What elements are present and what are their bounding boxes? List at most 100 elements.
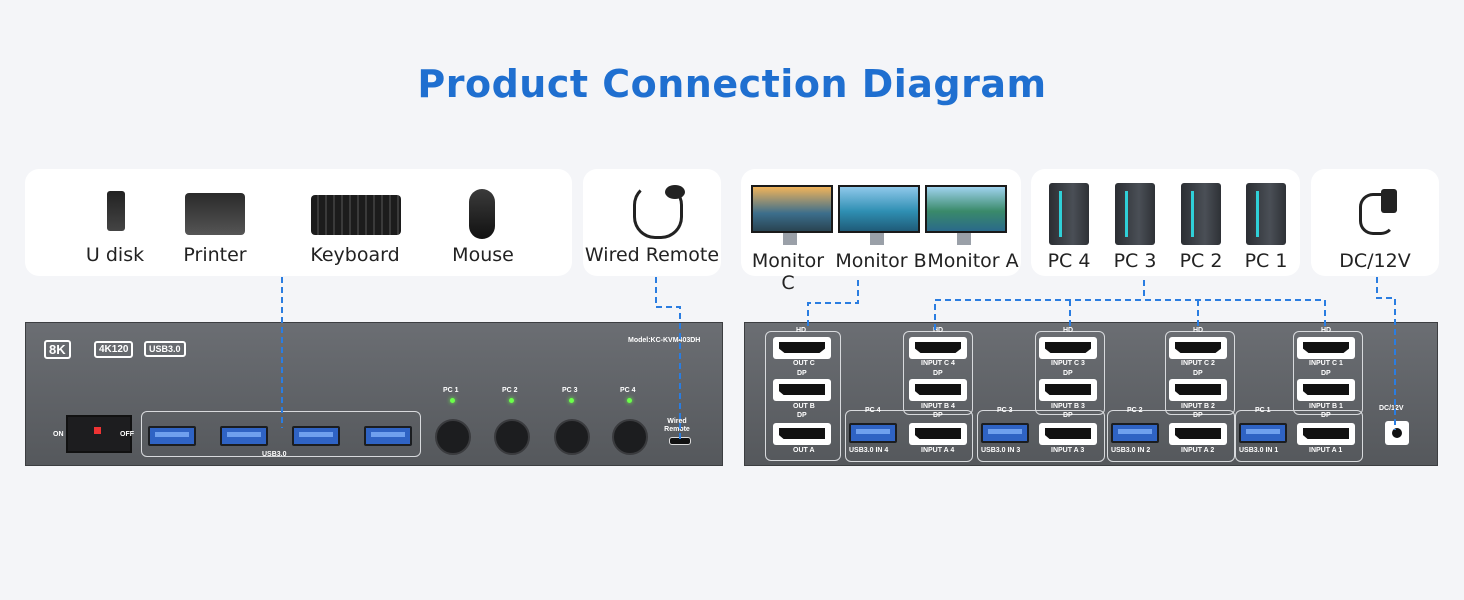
- input-c3-hd-label: HD: [1063, 327, 1074, 334]
- badge-usb3: USB3.0: [144, 341, 186, 357]
- input-group-3: [977, 410, 1105, 462]
- out-a-label: OUT A: [793, 447, 815, 454]
- out-a-port[interactable]: [773, 423, 831, 445]
- front-usb-label: USB3.0: [262, 451, 287, 458]
- input-c1-port[interactable]: [1297, 337, 1355, 359]
- peripherals-card: U disk Printer Keyboard Mouse: [25, 169, 572, 276]
- input-b3-dp-label: DP: [1063, 370, 1073, 377]
- input-group-2-top: [1165, 331, 1235, 415]
- u-disk-icon: [107, 191, 125, 231]
- group-3-pc-label: PC 3: [997, 407, 1013, 414]
- pc-4-label: PC 4: [1047, 250, 1091, 272]
- pc2-button[interactable]: [494, 419, 530, 455]
- pc3-button[interactable]: [554, 419, 590, 455]
- pc1-led: [450, 398, 455, 403]
- input-group-3-top: [1035, 331, 1105, 415]
- input-c4-label: INPUT C 4: [921, 360, 955, 367]
- pc-2-label: PC 2: [1179, 250, 1223, 272]
- pcs-card: PC 4 PC 3 PC 2 PC 1: [1031, 169, 1300, 276]
- front-usb-port-3[interactable]: [292, 426, 340, 446]
- pc-4-icon: [1049, 183, 1089, 245]
- input-c2-hd-label: HD: [1193, 327, 1204, 334]
- pc3-button-label: PC 3: [562, 387, 578, 394]
- monitor-c-label: Monitor C: [751, 250, 825, 294]
- wired-remote-card: Wired Remote: [583, 169, 721, 276]
- rear-panel: HD OUT C DP OUT B DP OUT A PC 4 HD INPUT…: [744, 322, 1438, 466]
- mouse-icon: [469, 189, 495, 239]
- out-c-port[interactable]: [773, 337, 831, 359]
- pc3-led: [569, 398, 574, 403]
- input-a4-port[interactable]: [909, 423, 967, 445]
- pc1-button[interactable]: [435, 419, 471, 455]
- input-b2-dp-label: DP: [1193, 370, 1203, 377]
- u-disk-label: U disk: [85, 244, 145, 266]
- pc-line: [934, 280, 1326, 330]
- monitors-card: Monitor C Monitor B Monitor A: [741, 169, 1021, 294]
- input-a4-label: INPUT A 4: [921, 447, 955, 454]
- usb-in-2-port[interactable]: [1111, 423, 1159, 443]
- pc1-button-label: PC 1: [443, 387, 459, 394]
- input-a1-port[interactable]: [1297, 423, 1355, 445]
- remote-line: [655, 277, 681, 440]
- dc-port-hole: [1392, 428, 1402, 438]
- pc4-led: [627, 398, 632, 403]
- keyboard-icon: [311, 195, 401, 235]
- output-group: [765, 331, 841, 461]
- monitor-c-icon: [751, 185, 833, 233]
- pc-3-icon: [1115, 183, 1155, 245]
- out-c-label: OUT C: [793, 360, 815, 367]
- model-label: Model:KC-KVM403DH: [628, 337, 701, 344]
- input-group-1: [1235, 410, 1363, 462]
- input-c4-port[interactable]: [909, 337, 967, 359]
- input-b2-label: INPUT B 2: [1181, 403, 1215, 410]
- pc2-led: [509, 398, 514, 403]
- group-1-pc-label: PC 1: [1255, 407, 1271, 414]
- monitor-b-stand: [870, 233, 884, 245]
- input-c3-port[interactable]: [1039, 337, 1097, 359]
- input-a3-dp-label: DP: [1063, 412, 1073, 419]
- input-b3-port[interactable]: [1039, 379, 1097, 401]
- front-usb-port-1[interactable]: [148, 426, 196, 446]
- monitor-b-icon: [838, 185, 920, 233]
- mouse-label: Mouse: [452, 244, 514, 266]
- input-a1-dp-label: DP: [1321, 412, 1331, 419]
- power-label: DC/12V: [1339, 250, 1411, 272]
- switch-on-label: ON: [53, 431, 64, 438]
- input-group-4: [845, 410, 973, 462]
- front-panel: 8K 4K120 USB3.0 Model:KC-KVM403DH ON OFF…: [25, 322, 723, 466]
- input-a3-port[interactable]: [1039, 423, 1097, 445]
- input-b1-port[interactable]: [1297, 379, 1355, 401]
- monitor-line: [807, 280, 859, 330]
- input-a2-dp-label: DP: [1193, 412, 1203, 419]
- power-brick-icon: [1381, 189, 1397, 213]
- pc-2-icon: [1181, 183, 1221, 245]
- input-c2-label: INPUT C 2: [1181, 360, 1215, 367]
- out-b-port[interactable]: [773, 379, 831, 401]
- input-group-2: [1107, 410, 1235, 462]
- power-adapter-icon: [1359, 193, 1395, 235]
- remote-port-label: Wired Remote: [664, 418, 690, 433]
- input-b4-port[interactable]: [909, 379, 967, 401]
- printer-icon: [185, 193, 245, 235]
- input-a2-port[interactable]: [1169, 423, 1227, 445]
- input-c1-label: INPUT C 1: [1309, 360, 1343, 367]
- input-b3-label: INPUT B 3: [1051, 403, 1085, 410]
- power-switch-indicator: [94, 427, 101, 434]
- input-b2-port[interactable]: [1169, 379, 1227, 401]
- usb-in-3-port[interactable]: [981, 423, 1029, 443]
- usb-in-1-port[interactable]: [1239, 423, 1287, 443]
- front-usb-port-2[interactable]: [220, 426, 268, 446]
- wired-remote-label: Wired Remote: [584, 244, 720, 266]
- input-group-4-top: [903, 331, 973, 415]
- power-card: DC/12V: [1311, 169, 1439, 276]
- pc4-button-label: PC 4: [620, 387, 636, 394]
- pc4-button[interactable]: [612, 419, 648, 455]
- front-usb-port-4[interactable]: [364, 426, 412, 446]
- power-switch[interactable]: [66, 415, 132, 453]
- input-c2-port[interactable]: [1169, 337, 1227, 359]
- power-line: [1376, 277, 1396, 430]
- input-c1-hd-label: HD: [1321, 327, 1332, 334]
- usb-in-4-port[interactable]: [849, 423, 897, 443]
- keyboard-label: Keyboard: [310, 244, 400, 266]
